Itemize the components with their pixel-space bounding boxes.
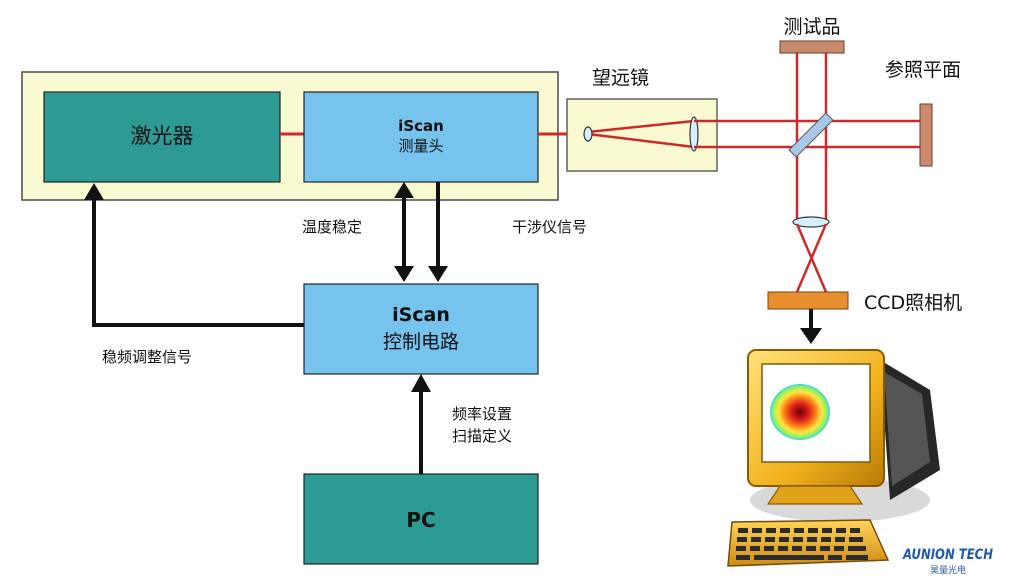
freq-setting-label: 频率设置 xyxy=(452,405,512,423)
scan-definition-label: 扫描定义 xyxy=(452,427,512,445)
test-sample-mount xyxy=(779,40,845,54)
pc-to-controller-arrowhead xyxy=(411,374,431,392)
reference-plane-label: 参照平面 xyxy=(885,59,961,81)
test-sample-label: 测试品 xyxy=(783,16,840,38)
company-logo-text: AUNION TECH xyxy=(902,547,993,563)
laser-label: 激光器 xyxy=(131,124,194,148)
ccd-sensor xyxy=(767,291,849,310)
measurement-head-label: 测量头 xyxy=(398,137,443,155)
signal-arrow-head xyxy=(428,266,448,282)
temp-stabilize-label: 温度稳定 xyxy=(302,218,362,236)
measurement-head-title: iScan xyxy=(398,117,444,135)
imaging-lens xyxy=(792,216,830,228)
telescope-cone-upper xyxy=(587,119,695,134)
controller-label: 控制电路 xyxy=(383,331,459,353)
pc-label: PC xyxy=(406,508,435,532)
controller-box xyxy=(303,283,539,375)
telescope-lens-small xyxy=(583,126,593,142)
freq-adjust-signal-label: 稳频调整信号 xyxy=(102,348,192,366)
temp-arrow-head-up xyxy=(394,182,414,198)
beam-splitter xyxy=(788,112,834,158)
ccd-camera-label: CCD照相机 xyxy=(864,292,962,314)
controller-title: iScan xyxy=(392,304,450,326)
interference-pattern xyxy=(770,384,830,440)
reference-plane-mount xyxy=(919,103,933,167)
interferometer-signal-label: 干涉仪信号 xyxy=(512,218,587,236)
telescope-lens-large xyxy=(689,116,699,152)
pc-box xyxy=(303,473,539,565)
feedback-arrowhead xyxy=(84,183,104,200)
measurement-head-box xyxy=(303,91,539,183)
temp-arrow-head-down xyxy=(394,266,414,282)
company-logo-subtext: 昊量光电 xyxy=(930,564,966,576)
crossing-beam-b xyxy=(795,223,828,293)
monitor-icon xyxy=(747,349,940,522)
laser-box xyxy=(43,91,281,183)
ccd-to-monitor-arrowhead xyxy=(800,328,822,344)
telescope-label: 望远镜 xyxy=(592,67,649,89)
telescope-cone-lower xyxy=(587,132,695,149)
keyboard-icon xyxy=(727,519,890,567)
